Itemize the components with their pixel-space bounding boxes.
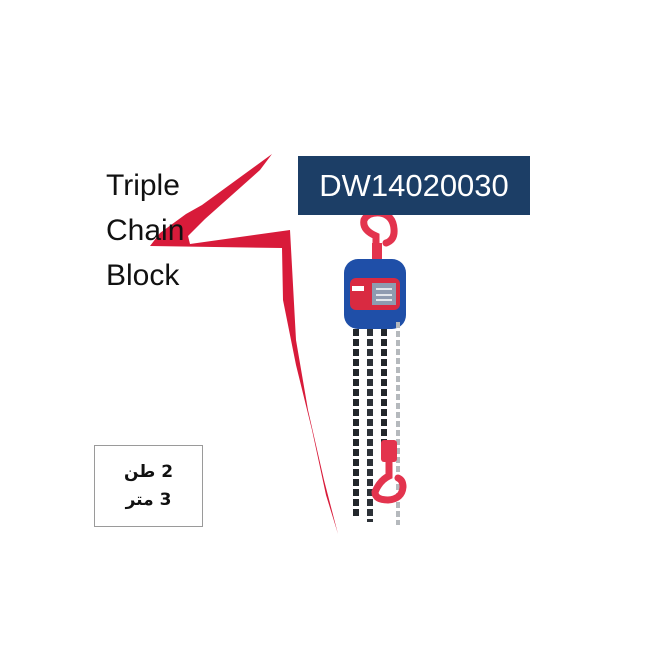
spec-box: 2 طن 3 متر [94, 445, 203, 527]
chain-hoist-icon [344, 209, 407, 525]
hook-latch [372, 243, 382, 263]
bottom-hook [371, 458, 407, 504]
product-code-badge: DW14020030 [298, 156, 530, 215]
title-line-2: Chain [106, 214, 185, 247]
capacity-text: 2 طن [123, 462, 174, 482]
lift-height-text: 3 متر [125, 490, 172, 510]
title-line-3: Block [106, 259, 180, 292]
bottom-hook-block [381, 440, 397, 462]
lightning-bolt-icon [150, 154, 338, 534]
product-title: Triple Chain Block [106, 163, 184, 298]
title-line-1: Triple [106, 169, 180, 202]
